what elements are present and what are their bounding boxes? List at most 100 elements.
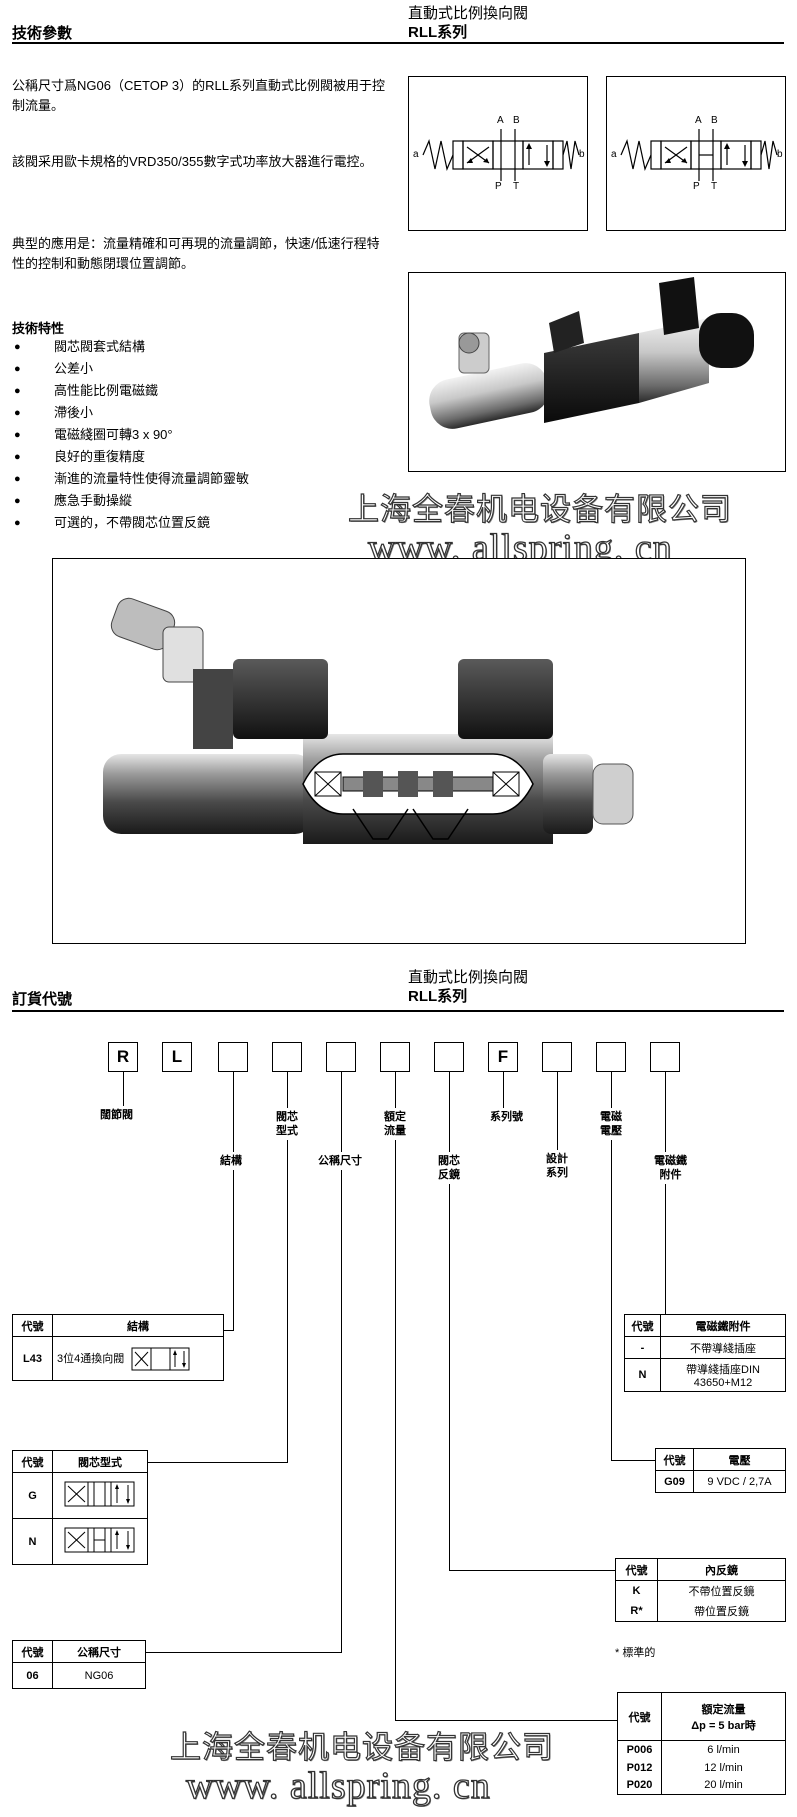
table-feedback: 代號 內反鏡 K 不帶位置反鏡 R* 帶位置反鏡 — [615, 1558, 786, 1622]
table-accessory: 代號 電磁鐵附件 - 不帶導綫插座 N 帶導綫插座DIN 43650+M12 — [624, 1314, 786, 1392]
section-title-order-code: 訂貨代號 — [12, 991, 73, 1008]
connector-line — [449, 1570, 615, 1571]
cell-symbol — [52, 1518, 148, 1565]
th-code: 代號 — [655, 1448, 694, 1471]
label-spool-feedback: 閥芯 反鏡 — [438, 1154, 460, 1182]
th-code: 代號 — [617, 1692, 662, 1741]
cell-code: G09 — [655, 1470, 694, 1493]
th-rated-flow: 額定流量 Δp = 5 bar時 — [661, 1692, 786, 1741]
intro-paragraph-3: 典型的應用是：流量精確和可再現的流量調節，快速/低速行程特性的控制和動態閉環位置… — [12, 236, 380, 271]
feature-item: 電磁綫圈可轉3 x 90° — [12, 424, 392, 446]
port-b-label: B — [711, 115, 718, 126]
feature-item: 公差小 — [12, 358, 392, 380]
feature-item: 高性能比例電磁鐵 — [12, 380, 392, 402]
cell-desc: NG06 — [52, 1662, 146, 1689]
port-t-label: T — [513, 181, 520, 192]
table-voltage: 代號 電壓 G09 9 VDC / 2,7A — [655, 1448, 786, 1493]
valve-symbol-diagram — [620, 129, 778, 181]
label-line: 電磁鐵 — [654, 1155, 687, 1167]
connector-line — [449, 1072, 450, 1152]
features-title: 技術特性 — [12, 321, 65, 336]
connector-line — [395, 1072, 396, 1108]
label-valve: 闊節閥 — [100, 1109, 133, 1121]
th-line: 額定流量 — [701, 1703, 746, 1716]
structure-symbol-icon — [131, 1347, 190, 1370]
label-design-series: 設計 系列 — [546, 1152, 568, 1180]
cell-desc: 不帶導綫插座 — [660, 1336, 786, 1359]
cell-symbol — [52, 1472, 148, 1519]
port-a-label: A — [695, 115, 702, 126]
label-spool-type: 閥芯 型式 — [276, 1110, 298, 1138]
connector-line — [287, 1140, 288, 1462]
code-box-rated-flow — [380, 1042, 410, 1072]
th-nominal-size: 公稱尺寸 — [52, 1640, 146, 1663]
cell-code: 06 — [12, 1662, 53, 1689]
label-line: 系列 — [546, 1167, 568, 1179]
label-series-no: 系列號 — [490, 1111, 523, 1123]
side-a-label: a — [611, 149, 617, 160]
connector-line — [287, 1072, 288, 1108]
connector-line — [341, 1072, 342, 1152]
cell-code: K — [615, 1580, 658, 1601]
th-code: 代號 — [12, 1640, 53, 1663]
cell-code: P006 — [617, 1740, 662, 1759]
code-box-structure — [218, 1042, 248, 1072]
section-title-product-2: 直動式比例換向閥 RLL系列 — [408, 968, 528, 1006]
label-line: 閥芯 — [276, 1111, 298, 1123]
label-line: 附件 — [659, 1169, 682, 1181]
label-structure: 結構 — [220, 1155, 242, 1167]
connector-line — [611, 1140, 612, 1460]
side-b-label: b — [777, 149, 783, 160]
cell-code: - — [624, 1336, 661, 1359]
th-feedback: 內反鏡 — [657, 1558, 786, 1581]
label-solenoid-voltage: 電磁 電壓 — [600, 1110, 622, 1138]
connector-line — [665, 1072, 666, 1152]
cell-code: G — [12, 1472, 53, 1519]
connector-line — [557, 1072, 558, 1150]
table-structure: 代號 結構 L43 3位4通換向閥 — [12, 1314, 224, 1381]
label-solenoid-accessory: 電磁鐵 附件 — [654, 1154, 687, 1182]
spool-n-symbol-icon — [64, 1527, 135, 1553]
cell-code: P020 — [617, 1776, 662, 1795]
th-structure: 結構 — [52, 1314, 224, 1337]
connector-line — [611, 1072, 612, 1108]
code-box-accessory — [650, 1042, 680, 1072]
valve-photo-illustration — [429, 277, 754, 429]
cell-desc: 3位4通換向閥 — [52, 1336, 224, 1381]
product-photo — [408, 272, 786, 472]
side-a-label: a — [413, 149, 419, 160]
connector-line — [611, 1460, 655, 1461]
side-b-label: b — [579, 149, 585, 160]
product-title-line2: RLL系列 — [408, 988, 468, 1005]
th-accessory: 電磁鐵附件 — [660, 1314, 786, 1337]
connector-line — [341, 1170, 342, 1652]
table-rated-flow: 代號 額定流量 Δp = 5 bar時 P006 6 l/min P012 12… — [617, 1692, 786, 1795]
features-list: 閥芯閥套式結構 公差小 高性能比例電磁鐵 滯後小 電磁綫圈可轉3 x 90° 良… — [12, 336, 392, 534]
valve-cross-section — [52, 558, 746, 944]
connector-line — [503, 1072, 504, 1108]
code-box-spool-type — [272, 1042, 302, 1072]
feature-item: 應急手動操縱 — [12, 490, 392, 512]
th-voltage: 電壓 — [693, 1448, 786, 1471]
label-line: 閥芯 — [438, 1155, 460, 1167]
code-box-f: F — [488, 1042, 518, 1072]
port-t-label: T — [711, 181, 718, 192]
connector-line — [146, 1652, 342, 1653]
code-box-nominal-size — [326, 1042, 356, 1072]
label-line: 電磁 — [600, 1111, 622, 1123]
cell-desc: 9 VDC / 2,7A — [693, 1470, 786, 1493]
connector-line — [233, 1170, 234, 1330]
feedback-note: * 標準的 — [615, 1647, 656, 1659]
header-divider — [12, 42, 784, 44]
product-title-line1: 直動式比例換向閥 — [408, 5, 529, 22]
header-divider-2 — [12, 1010, 784, 1012]
port-a-label: A — [497, 115, 504, 126]
code-box-spool-feedback — [434, 1042, 464, 1072]
table-spool-type: 代號 閥芯型式 G N — [12, 1450, 148, 1565]
th-code: 代號 — [12, 1314, 53, 1337]
connector-line — [224, 1330, 234, 1331]
port-p-label: P — [495, 181, 502, 192]
feature-item: 漸進的流量特性使得流量調節靈敏 — [12, 468, 392, 490]
connector-line — [665, 1184, 666, 1314]
code-box-l: L — [162, 1042, 192, 1072]
